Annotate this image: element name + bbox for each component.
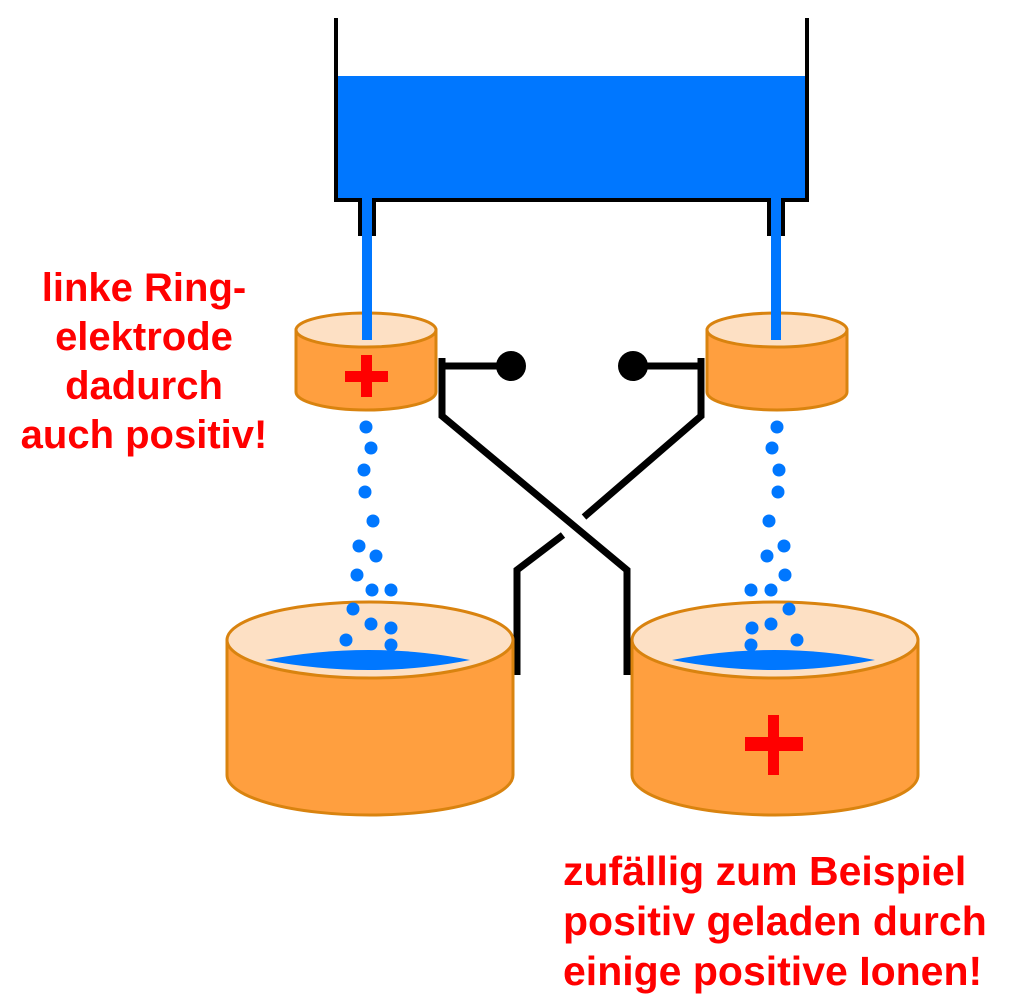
water-droplet — [778, 568, 792, 582]
annotation-line: dadurch — [65, 364, 223, 408]
wire-right-ring-to-left-can — [581, 358, 705, 520]
water-droplet — [384, 583, 398, 597]
spark-gap-terminal-right — [618, 351, 648, 381]
water-droplet — [346, 602, 360, 616]
annotation-line: zufällig zum Beispiel — [563, 848, 967, 894]
wire-left-ring-to-right-can — [438, 358, 631, 675]
water-droplet — [770, 420, 784, 434]
annotation-line: auch positiv! — [20, 413, 268, 457]
water-droplet — [352, 539, 366, 553]
left-collector-can — [225, 600, 515, 817]
water-droplet — [782, 602, 796, 616]
left-droplet-stream — [339, 420, 398, 652]
water-droplet — [764, 617, 778, 631]
annotation-line: elektrode — [55, 315, 233, 359]
right-ring-electrode — [705, 200, 849, 412]
reservoir-wall — [334, 18, 362, 236]
water-droplet — [384, 621, 398, 635]
spark-gap-terminal-left — [496, 351, 526, 381]
water-droplet — [745, 621, 759, 635]
reservoir-wall — [781, 18, 809, 236]
water-droplet — [384, 638, 398, 652]
left-ring-annotation: linke Ring- elektrode dadurch auch posit… — [8, 264, 280, 460]
water-droplet — [366, 514, 380, 528]
right-can-annotation: zufällig zum Beispiel positiv geladen du… — [563, 846, 987, 996]
water-droplet — [359, 420, 373, 434]
water-droplet — [760, 549, 774, 563]
annotation-line: positiv geladen durch — [563, 898, 987, 944]
water-droplet — [364, 441, 378, 455]
annotation-line: linke Ring- — [41, 266, 247, 310]
water-droplet — [771, 485, 785, 499]
water-droplet — [764, 583, 778, 597]
right-droplet-stream — [744, 420, 804, 652]
water-reservoir — [334, 18, 809, 236]
water-droplet — [765, 441, 779, 455]
water-droplet — [364, 617, 378, 631]
water-droplet — [777, 539, 791, 553]
water-droplet — [350, 568, 364, 582]
right-collector-can — [630, 600, 920, 817]
water-droplet — [744, 638, 758, 652]
water-droplet — [357, 463, 371, 477]
water-droplet — [744, 583, 758, 597]
annotation-line: einige positive Ionen! — [563, 948, 983, 994]
water-droplet — [358, 485, 372, 499]
water-droplet — [365, 583, 379, 597]
wire-right-ring-to-left-can — [513, 532, 566, 675]
water-droplet — [339, 633, 353, 647]
water-droplet — [790, 633, 804, 647]
water-droplet — [772, 463, 786, 477]
plus-icon — [745, 715, 803, 775]
left-ring-electrode — [294, 200, 438, 412]
water-droplet — [762, 514, 776, 528]
plus-icon — [345, 355, 388, 397]
water-droplet — [369, 549, 383, 563]
reservoir-water — [336, 76, 807, 200]
